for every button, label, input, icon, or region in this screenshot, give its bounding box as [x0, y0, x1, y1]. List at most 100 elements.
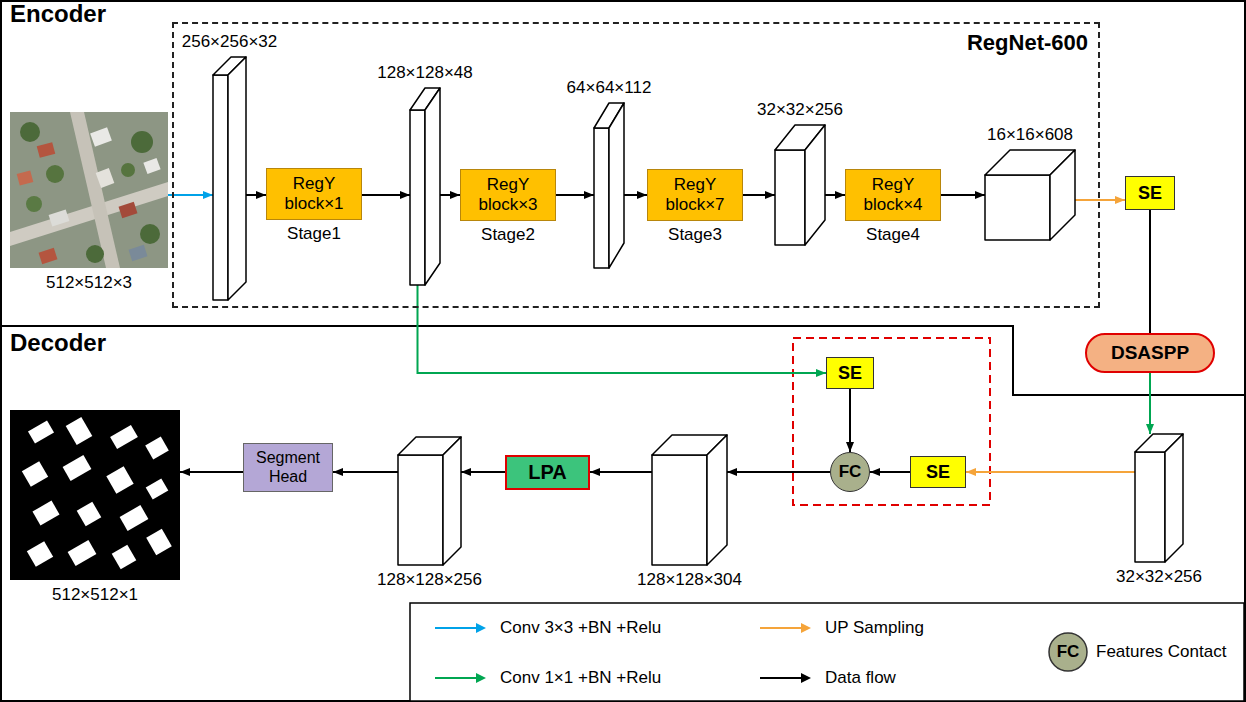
legend-entry: Features Contact — [1096, 642, 1226, 662]
feature-map: 32×32×256 — [775, 125, 825, 245]
legend-entry: Data flow — [825, 668, 896, 688]
flow-arrow — [590, 471, 652, 473]
dimension-label: 128×128×48 — [377, 63, 473, 83]
label-holder: FC — [1048, 642, 1088, 662]
label-holder: 32×32×256 — [757, 100, 843, 120]
legend-entry: UP Sampling — [825, 618, 924, 638]
flow-arrow — [556, 194, 594, 196]
flow-arrow — [743, 194, 775, 196]
legend-text: Data flow — [825, 668, 896, 687]
block-label: FC — [839, 462, 862, 482]
regy-block: RegY block×3Stage2 — [460, 169, 556, 221]
stage-label: Stage4 — [866, 225, 920, 245]
stage-label: Stage1 — [287, 224, 341, 244]
backbone-group: 256×256×32RegY block×1Stage1128×128×48Re… — [172, 22, 1100, 308]
feature-map-shape — [775, 125, 825, 245]
concat-circle: FC — [830, 452, 870, 492]
block-label: RegY block×7 — [652, 175, 738, 214]
dimension-label: 256×256×32 — [182, 32, 278, 52]
feature-map: 16×16×608 — [985, 150, 1075, 240]
label-holder: Encoder — [10, 4, 106, 24]
dsaspp-module: DSASPP — [1085, 333, 1215, 373]
flow-arrow — [1149, 373, 1151, 434]
feature-map: 128×128×256 — [398, 437, 461, 565]
legend-entry: Conv 1×1 +BN +Relu — [500, 668, 661, 688]
building-mask — [10, 410, 180, 580]
block-label: RegY block×3 — [465, 175, 551, 214]
fusion-bracket — [793, 338, 990, 505]
input-image: 512×512×3 — [10, 112, 168, 268]
label-holder: 16×16×608 — [987, 125, 1073, 145]
flow-arrow — [870, 471, 910, 473]
se-block: SE — [826, 357, 874, 389]
flow-arrow — [246, 194, 266, 196]
legend-text: Features Contact — [1096, 642, 1226, 661]
feature-map: 128×128×304 — [652, 435, 727, 565]
regy-block: RegY block×7Stage3 — [647, 169, 743, 221]
dimension-label: 128×128×256 — [377, 570, 482, 590]
se-block: SE — [910, 456, 966, 488]
label-holder: 128×128×304 — [637, 570, 742, 590]
regy-block: RegY block×4Stage4 — [845, 169, 941, 221]
dimension-label: 512×512×3 — [46, 273, 132, 293]
dimension-label: 128×128×304 — [637, 570, 742, 590]
regy-block: RegY block×1Stage1 — [266, 168, 362, 220]
label-holder: 128×128×256 — [377, 570, 482, 590]
flow-arrow — [966, 471, 1135, 473]
label-holder: 32×32×256 — [1116, 567, 1202, 587]
feature-map-shape — [398, 437, 461, 565]
block-label: DSASPP — [1111, 342, 1189, 364]
label-holder: RegNet-600 — [967, 30, 1088, 56]
flow-arrow — [168, 194, 213, 196]
label-holder: Stage2 — [481, 225, 535, 245]
stage-label: Stage3 — [668, 225, 722, 245]
feature-map-shape — [985, 150, 1075, 240]
feature-map-shape — [1135, 434, 1183, 562]
flow-arrow — [849, 389, 851, 452]
se-block: SE — [1125, 176, 1175, 210]
legend-text: Conv 3×3 +BN +Relu — [500, 618, 661, 637]
block-label: LPA — [528, 461, 567, 484]
section-title: Decoder — [10, 333, 106, 353]
flow-arrow — [180, 471, 243, 473]
label-holder: 512×512×1 — [52, 585, 138, 605]
dimension-label: 32×32×256 — [757, 100, 843, 120]
block-label: SE — [1138, 183, 1162, 204]
label-holder: Decoder — [10, 333, 106, 353]
feature-map-shape — [652, 435, 727, 565]
feature-map: 64×64×112 — [594, 103, 624, 268]
legend-box — [410, 603, 1244, 701]
label-holder: 512×512×3 — [46, 273, 132, 293]
dimension-label: 32×32×256 — [1116, 567, 1202, 587]
aerial-photo — [10, 112, 168, 268]
block-label: RegY block×4 — [850, 175, 936, 214]
dimension-label: 512×512×1 — [52, 585, 138, 605]
segment-head: Segment Head — [243, 443, 333, 492]
flow-arrow — [461, 471, 505, 473]
output-mask: 512×512×1 — [10, 410, 180, 580]
group-title: RegNet-600 — [967, 30, 1088, 56]
region-divider — [0, 326, 1246, 395]
flow-arrow — [727, 471, 830, 473]
flow-arrow — [362, 194, 410, 196]
label-holder: Stage1 — [287, 224, 341, 244]
flow-arrow — [941, 194, 985, 196]
stage-label: Stage2 — [481, 225, 535, 245]
legend-entry: Conv 3×3 +BN +Relu — [500, 618, 661, 638]
block-label: SE — [926, 462, 950, 483]
block-label: RegY block×1 — [271, 174, 357, 213]
label-holder: Stage3 — [668, 225, 722, 245]
flow-arrow — [333, 471, 398, 473]
flow-arrow — [440, 194, 460, 196]
dimension-label: 64×64×112 — [567, 78, 652, 98]
legend-text: UP Sampling — [825, 618, 924, 637]
lpa-module: LPA — [505, 455, 590, 490]
label-holder: 256×256×32 — [182, 32, 278, 52]
feature-map-shape — [594, 103, 624, 268]
label-holder: 128×128×48 — [377, 63, 473, 83]
flow-arrow — [1149, 210, 1151, 333]
feature-map: 32×32×256 — [1135, 434, 1183, 562]
feature-map-shape — [410, 88, 440, 285]
label-holder: Stage4 — [866, 225, 920, 245]
